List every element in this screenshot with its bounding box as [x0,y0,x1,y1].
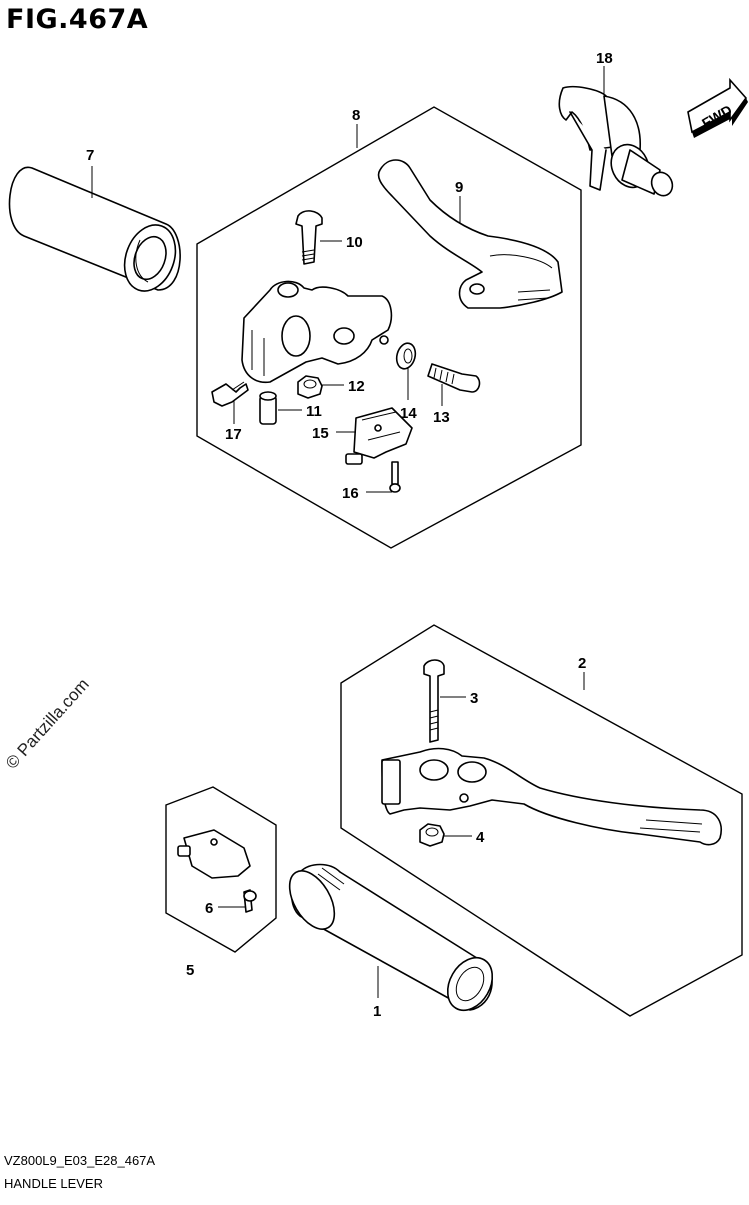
switch-15 [345,407,413,465]
callout-4: 4 [476,829,485,846]
fwd-arrow-icon: FWD [687,77,748,138]
callout-1: 1 [373,1003,381,1020]
adjuster-bolt-13 [427,363,481,393]
throttle-grip-1 [288,863,494,1012]
callout-13: 13 [433,409,450,426]
callout-17: 17 [225,426,242,443]
callout-14: 14 [400,405,417,422]
adjuster-14 [395,342,417,370]
nut-4 [419,823,445,847]
assembly-outline-5 [165,786,277,953]
lever-holder [241,280,393,384]
lever-9 [377,159,563,309]
callout-18: 18 [596,50,613,67]
switch-body-5 [177,829,251,879]
callout-2: 2 [578,655,586,672]
callout-15: 15 [312,425,329,442]
collar-11 [259,391,277,425]
section-name: HANDLE LEVER [4,1176,103,1191]
callout-12: 12 [348,378,365,395]
assembly-outline-8 [196,106,582,549]
assembly-outline-2 [340,624,743,1017]
grip-7 [8,166,181,292]
lever-assembly-2 [381,747,722,846]
callout-7: 7 [86,147,94,164]
bolt-10 [295,210,323,265]
screw-17 [211,381,249,407]
pivot-bolt-3 [423,659,445,743]
callout-16: 16 [342,485,359,502]
nut-12 [297,375,323,399]
callout-6: 6 [205,900,213,917]
callout-11: 11 [306,403,322,420]
callout-5: 5 [186,962,194,979]
screw-16 [389,461,401,493]
callout-10: 10 [346,234,363,251]
lever-guard-18 [558,85,674,197]
figure-title: FIG.467A [6,4,149,35]
screw-6 [243,889,257,913]
callout-8: 8 [352,107,360,124]
callout-3: 3 [470,690,478,707]
callout-9: 9 [455,179,463,196]
diagram-code: VZ800L9_E03_E28_467A [4,1153,156,1168]
